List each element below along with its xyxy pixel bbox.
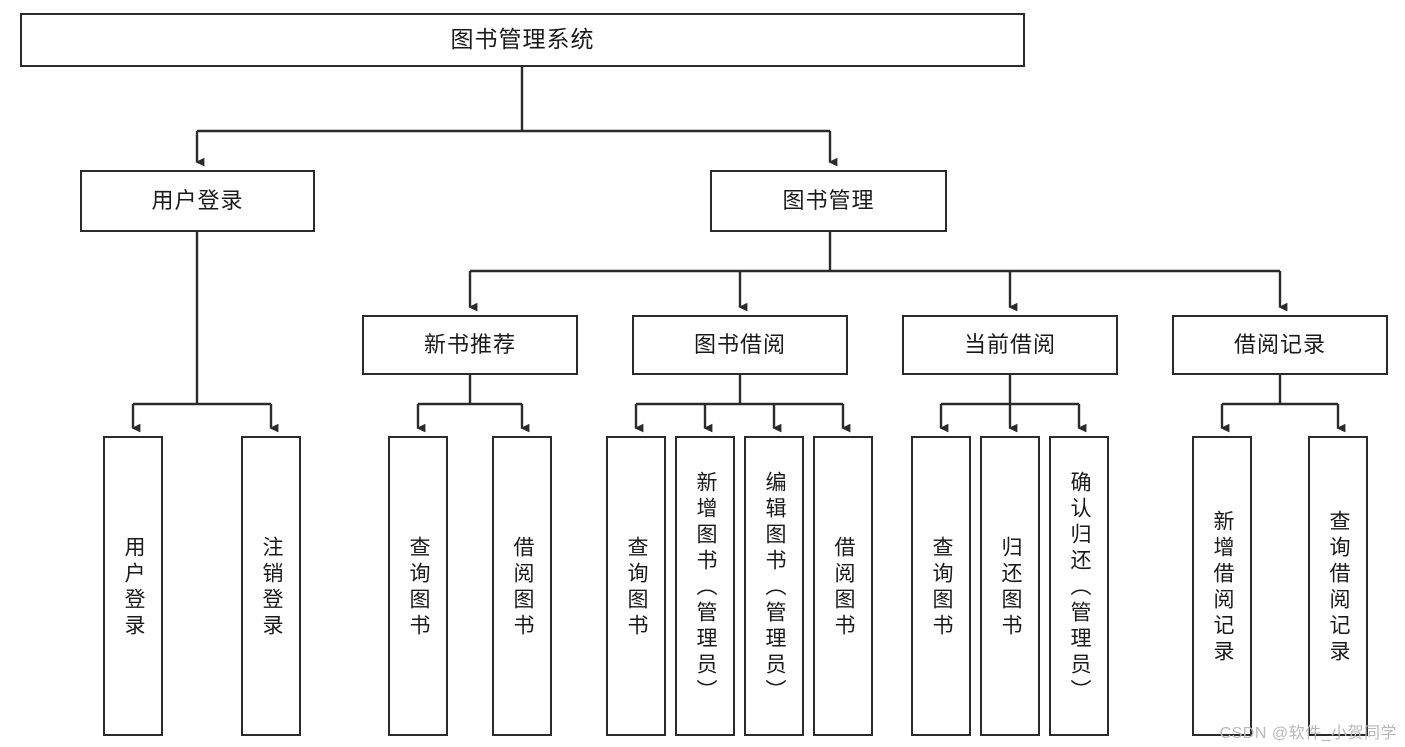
node-book-management[interactable]: 图书管理 <box>710 170 947 232</box>
leaf-new-book-borrow-book[interactable]: 借阅图书 <box>492 436 552 736</box>
node-current-borrow[interactable]: 当前借阅 <box>902 315 1118 375</box>
leaf-current-borrow-query-book[interactable]: 查询图书 <box>911 436 971 736</box>
node-label: 用户登录 <box>151 187 244 213</box>
node-new-book-recommend[interactable]: 新书推荐 <box>362 315 578 375</box>
node-root-book-management-system[interactable]: 图书管理系统 <box>20 13 1025 67</box>
leaf-borrow-records-add-record[interactable]: 新增借阅记录 <box>1192 436 1252 736</box>
node-label: 图书管理 <box>782 187 875 213</box>
node-label: 查询图书 <box>625 536 648 640</box>
node-label: 借阅图书 <box>511 536 534 640</box>
node-borrow-records[interactable]: 借阅记录 <box>1172 315 1388 375</box>
leaf-borrow-records-query-record[interactable]: 查询借阅记录 <box>1308 436 1368 736</box>
leaf-user-login-login[interactable]: 用户登录 <box>103 436 163 736</box>
leaf-current-borrow-return-book[interactable]: 归还图书 <box>980 436 1040 736</box>
node-label: 查询借阅记录 <box>1327 510 1350 666</box>
leaf-book-borrow-query-book[interactable]: 查询图书 <box>606 436 666 736</box>
node-label: 借阅记录 <box>1233 331 1326 357</box>
node-label: 编辑图书（管理员） <box>763 471 786 705</box>
node-label: 确认归还（管理员） <box>1068 471 1091 705</box>
node-label: 用户登录 <box>122 536 145 640</box>
node-label: 当前借阅 <box>963 331 1056 357</box>
watermark-text: CSDN @软件_小贺同学 <box>1219 725 1397 742</box>
node-label: 新增图书（管理员） <box>694 471 717 705</box>
node-label: 查询图书 <box>930 536 953 640</box>
node-label: 新书推荐 <box>423 331 516 357</box>
node-user-login[interactable]: 用户登录 <box>80 170 315 232</box>
leaf-current-borrow-confirm-return-admin[interactable]: 确认归还（管理员） <box>1049 436 1109 736</box>
node-label: 归还图书 <box>999 536 1022 640</box>
node-label: 借阅图书 <box>832 536 855 640</box>
leaf-book-borrow-add-book-admin[interactable]: 新增图书（管理员） <box>675 436 735 736</box>
node-label: 新增借阅记录 <box>1211 510 1234 666</box>
node-label: 查询图书 <box>407 536 430 640</box>
leaf-book-borrow-borrow-book[interactable]: 借阅图书 <box>813 436 873 736</box>
node-label: 注销登录 <box>260 536 283 640</box>
leaf-book-borrow-edit-book-admin[interactable]: 编辑图书（管理员） <box>744 436 804 736</box>
node-book-borrow[interactable]: 图书借阅 <box>632 315 848 375</box>
leaf-new-book-query-book[interactable]: 查询图书 <box>388 436 448 736</box>
node-label: 图书借阅 <box>693 331 786 357</box>
node-label: 图书管理系统 <box>450 26 595 53</box>
leaf-user-login-logout[interactable]: 注销登录 <box>241 436 301 736</box>
